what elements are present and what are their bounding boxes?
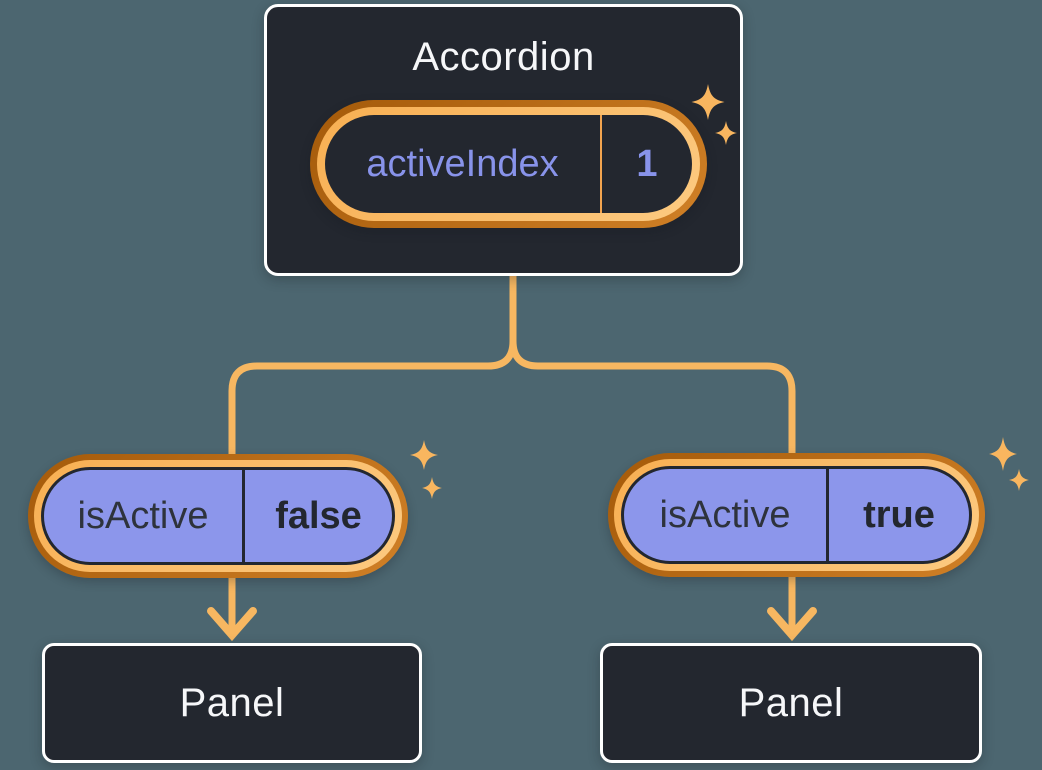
prop-name-label: isActive <box>77 494 209 537</box>
prop-value-label: true <box>863 493 935 536</box>
prop-pill-ring: isActive true <box>614 459 979 571</box>
state-pill: activeIndex 1 <box>310 100 707 228</box>
panel-title: Panel <box>738 680 844 725</box>
panel-title: Panel <box>179 680 285 725</box>
prop-pill-ring: isActive false <box>34 460 402 572</box>
sparkle-icon <box>989 437 1017 471</box>
arrow-down-icon <box>767 607 817 642</box>
state-name-label: activeIndex <box>366 142 559 185</box>
sparkle-icon <box>422 477 442 499</box>
panel-node-left: Panel <box>42 643 422 763</box>
connector-right-branch <box>509 273 796 631</box>
accordion-title: Accordion <box>412 35 595 79</box>
panel-node-right: Panel <box>600 643 982 763</box>
prop-pill-core: isActive false <box>41 467 395 565</box>
arrow-down-icon <box>207 607 257 642</box>
prop-pill-isactive-false: isActive false <box>28 454 408 578</box>
state-pill-ring: activeIndex 1 <box>317 107 700 221</box>
prop-name-label: isActive <box>659 493 791 536</box>
state-value-label: 1 <box>636 142 658 185</box>
sparkle-icon <box>1009 469 1029 491</box>
prop-value-label: false <box>275 494 362 537</box>
pill-divider <box>826 469 829 561</box>
pill-divider <box>600 115 602 213</box>
sparkle-icon <box>410 440 438 470</box>
state-pill-core: activeIndex 1 <box>325 115 692 213</box>
prop-pill-core: isActive true <box>621 466 972 564</box>
prop-pill-isactive-true: isActive true <box>608 453 985 577</box>
